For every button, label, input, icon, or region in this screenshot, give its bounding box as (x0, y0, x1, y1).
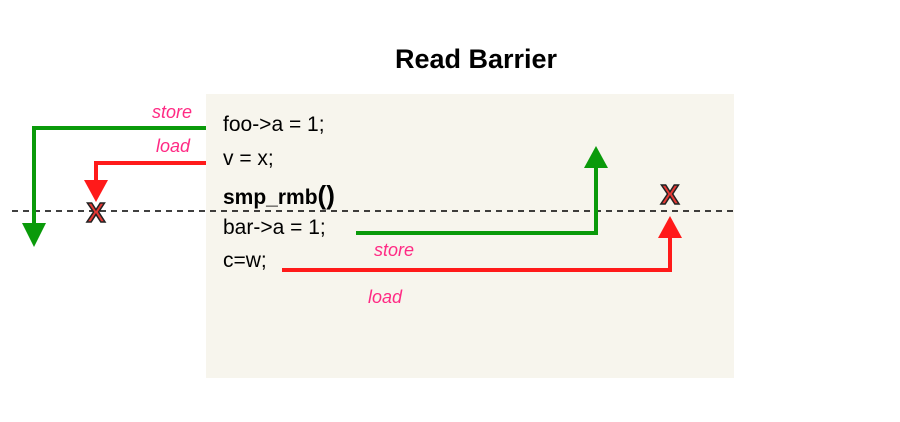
store-arrow-left (22, 126, 206, 247)
code-line-bar-store: bar->a = 1; (223, 216, 326, 239)
label-load-right: load (368, 287, 403, 307)
barrier-parens: () (317, 180, 335, 210)
store-arrow-right (356, 146, 608, 235)
load-arrow-left (84, 161, 206, 202)
code-line-v-load: v = x; (223, 147, 274, 170)
svg-text:X: X (87, 197, 106, 228)
svg-text:X: X (661, 179, 680, 210)
code-line-barrier: smp_rmb() (223, 180, 335, 211)
load-arrow-right (282, 216, 682, 272)
label-load-left: load (156, 136, 191, 156)
code-panel (206, 94, 734, 378)
label-store-left: store (152, 102, 193, 122)
blocked-x-icon: X (86, 196, 107, 229)
barrier-name: smp_rmb (223, 186, 318, 209)
blocked-x-icon: X (660, 178, 681, 211)
code-line-c-load: c=w; (223, 249, 267, 272)
label-store-right: store (374, 240, 415, 260)
code-line-foo-store: foo->a = 1; (223, 113, 325, 136)
diagram-title: Read Barrier (394, 44, 558, 74)
